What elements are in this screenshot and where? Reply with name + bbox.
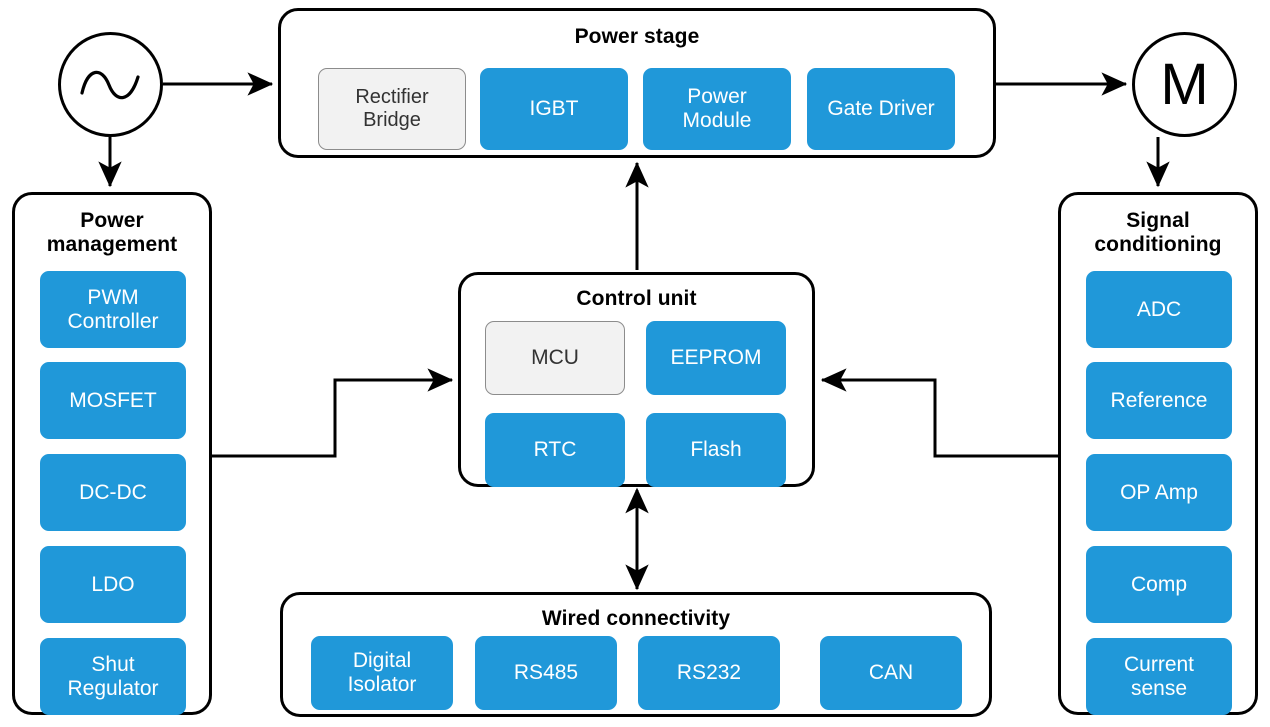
group-power-stage[interactable]: Power stage Rectifier Bridge IGBT Power … bbox=[278, 8, 996, 158]
group-control-unit-title: Control unit bbox=[576, 287, 697, 310]
motor-label: M bbox=[1160, 51, 1209, 117]
block-shut-regulator[interactable]: Shut Regulator bbox=[40, 638, 186, 715]
motor-node[interactable]: M bbox=[1132, 32, 1237, 137]
sine-wave-icon bbox=[79, 70, 140, 99]
block-dc-dc[interactable]: DC-DC bbox=[40, 454, 186, 531]
block-comp[interactable]: Comp bbox=[1086, 546, 1232, 623]
block-eeprom[interactable]: EEPROM bbox=[646, 321, 786, 395]
block-gate-driver[interactable]: Gate Driver bbox=[807, 68, 955, 150]
group-power-stage-title: Power stage bbox=[574, 25, 700, 48]
group-signal-conditioning-title: Signal conditioning bbox=[1094, 209, 1222, 256]
group-power-management-title: Power management bbox=[46, 209, 178, 256]
group-wired-connectivity[interactable]: Wired connectivity Digital Isolator RS48… bbox=[280, 592, 992, 717]
block-can[interactable]: CAN bbox=[820, 636, 962, 710]
block-igbt[interactable]: IGBT bbox=[480, 68, 628, 150]
block-power-module[interactable]: Power Module bbox=[643, 68, 791, 150]
block-flash[interactable]: Flash bbox=[646, 413, 786, 487]
wire-power-management-to-control-unit bbox=[212, 368, 454, 458]
group-control-unit[interactable]: Control unit MCU EEPROM RTC Flash bbox=[458, 272, 815, 487]
block-rs485[interactable]: RS485 bbox=[475, 636, 617, 710]
block-mosfet[interactable]: MOSFET bbox=[40, 362, 186, 439]
block-rs232[interactable]: RS232 bbox=[638, 636, 780, 710]
block-ldo[interactable]: LDO bbox=[40, 546, 186, 623]
block-op-amp[interactable]: OP Amp bbox=[1086, 454, 1232, 531]
block-digital-isolator[interactable]: Digital Isolator bbox=[311, 636, 453, 710]
block-rtc[interactable]: RTC bbox=[485, 413, 625, 487]
group-power-management[interactable]: Power management PWM Controller MOSFET D… bbox=[12, 192, 212, 715]
block-rectifier-bridge[interactable]: Rectifier Bridge bbox=[318, 68, 466, 150]
block-current-sense[interactable]: Current sense bbox=[1086, 638, 1232, 715]
block-adc[interactable]: ADC bbox=[1086, 271, 1232, 348]
group-wired-connectivity-title: Wired connectivity bbox=[541, 607, 731, 630]
ac-source-node[interactable] bbox=[58, 32, 163, 137]
wire-signal-conditioning-to-control-unit bbox=[820, 368, 1058, 458]
block-reference[interactable]: Reference bbox=[1086, 362, 1232, 439]
block-mcu[interactable]: MCU bbox=[485, 321, 625, 395]
group-signal-conditioning[interactable]: Signal conditioning ADC Reference OP Amp… bbox=[1058, 192, 1258, 715]
block-pwm-controller[interactable]: PWM Controller bbox=[40, 271, 186, 348]
